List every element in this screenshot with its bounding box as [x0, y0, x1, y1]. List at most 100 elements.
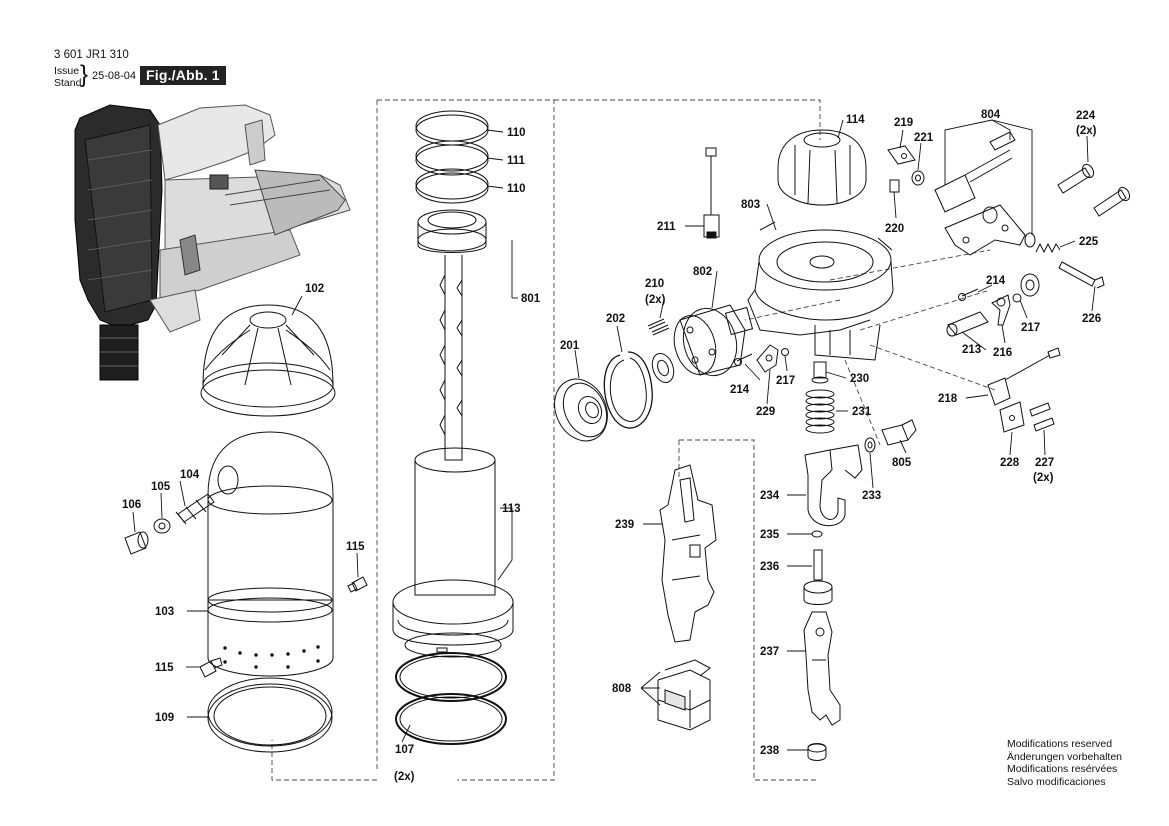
label-808: 808: [612, 683, 632, 695]
part-801-piston: [417, 209, 487, 461]
label-110-lower: 110: [507, 183, 526, 195]
part-113-cylinder: [392, 447, 514, 658]
part-234-contact-arm: [804, 444, 863, 527]
label-805: 805: [892, 457, 912, 469]
label-237: 237: [760, 646, 779, 658]
part-105-washer: [153, 518, 171, 534]
part-229-lever: [756, 344, 779, 373]
part-804-solenoid-assembly: [934, 131, 1036, 256]
part-110-ring-lower: [415, 168, 489, 204]
part-labels: 102 103 104 105 106 107 (2x) 109 110 111…: [122, 109, 1101, 783]
label-213: 213: [962, 344, 981, 356]
label-211: 211: [657, 221, 676, 233]
part-110-ring-upper: [415, 110, 489, 146]
part-236-adjuster: [803, 549, 833, 605]
part-227-screws: [1029, 402, 1055, 432]
part-214-screw-right: [958, 288, 979, 301]
group-frames: [271, 99, 996, 781]
part-210-pins: [647, 318, 670, 336]
part-225-spring: [1035, 242, 1061, 254]
label-238: 238: [760, 745, 780, 757]
figure-label: Fig./Abb. 1: [140, 66, 226, 85]
part-213-shaft: [946, 311, 989, 337]
part-235-ring: [811, 530, 823, 538]
brace-glyph: }: [80, 61, 89, 88]
label-225: 225: [1079, 236, 1099, 248]
leader-lines: [132, 119, 1096, 751]
part-109-ring: [207, 677, 333, 753]
part-102-cap: [200, 304, 336, 417]
label-111: 111: [507, 155, 526, 167]
label-228: 228: [1000, 457, 1020, 469]
label-210-quantity: (2x): [645, 294, 666, 306]
label-221: 221: [914, 132, 934, 144]
label-226: 226: [1082, 313, 1101, 325]
label-107-quantity: (2x): [394, 771, 415, 783]
label-214-left: 214: [730, 384, 750, 396]
part-231-spring: [805, 389, 835, 434]
part-805-valve: [881, 419, 917, 446]
part-115-screw-lower: [199, 657, 223, 678]
part-239-guide: [659, 464, 717, 643]
label-233: 233: [862, 490, 881, 502]
part-238-clip: [807, 743, 827, 761]
label-229: 229: [756, 406, 775, 418]
part-107-o-rings: [395, 652, 507, 745]
label-202: 202: [606, 313, 625, 325]
part-115-screw-upper: [347, 576, 368, 593]
notice-line-fr: Modifications resérvées: [1007, 763, 1118, 776]
part-211-sensor-cable: [703, 147, 720, 239]
label-115-upper: 115: [346, 541, 365, 553]
label-224: 224: [1076, 110, 1096, 122]
label-113: 113: [502, 503, 521, 515]
label-235: 235: [760, 529, 780, 541]
issue-stand-label: Issue Stand: [54, 65, 81, 89]
document-number: 3 601 JR1 310: [54, 49, 129, 61]
label-114: 114: [846, 114, 865, 126]
label-201: 201: [560, 340, 580, 352]
part-201-damper: [554, 378, 608, 442]
part-803-main-housing: [747, 221, 894, 361]
part-233-o-ring: [864, 437, 876, 453]
label-802: 802: [693, 266, 712, 278]
label-219: 219: [894, 117, 913, 129]
part-106-cap: [124, 531, 149, 555]
label-227: 227: [1035, 457, 1054, 469]
issue-date: 25-08-04: [92, 70, 137, 82]
label-803: 803: [741, 199, 760, 211]
part-103-housing: [207, 431, 334, 677]
part-808-holder: [657, 659, 711, 731]
part-221-nut: [911, 170, 925, 186]
label-218: 218: [938, 393, 958, 405]
label-106: 106: [122, 499, 141, 511]
modifications-notice: Modifications reserved Änderungen vorbeh…: [1007, 738, 1122, 788]
part-111-ring: [415, 140, 489, 176]
label-220: 220: [885, 223, 904, 235]
label-107: 107: [395, 744, 414, 756]
label-102: 102: [305, 283, 324, 295]
part-216-lever: [991, 294, 1011, 326]
label-236: 236: [760, 561, 779, 573]
part-237-contact-plate: [803, 611, 841, 726]
part-104-valve: [175, 493, 215, 525]
label-230: 230: [850, 373, 869, 385]
part-219-clip: [887, 145, 916, 165]
label-217-right: 217: [1021, 322, 1040, 334]
part-202-snap-ring: [603, 351, 653, 429]
part-214-screw-left: [734, 353, 753, 366]
part-218-switch: [987, 347, 1061, 406]
label-216: 216: [993, 347, 1012, 359]
label-804: 804: [981, 109, 1001, 121]
part-217-bushing-right: [1012, 273, 1040, 303]
notice-line-es: Salvo modificaciones: [1007, 775, 1106, 788]
part-802-gearbox: [673, 304, 754, 377]
label-227-quantity: (2x): [1033, 472, 1054, 484]
label-210: 210: [645, 278, 664, 290]
part-114-dome: [777, 129, 867, 206]
label-104: 104: [180, 469, 200, 481]
label-214-right: 214: [986, 275, 1006, 287]
notice-line-en: Modifications reserved: [1007, 738, 1113, 750]
part-226-pin: [1058, 261, 1105, 289]
